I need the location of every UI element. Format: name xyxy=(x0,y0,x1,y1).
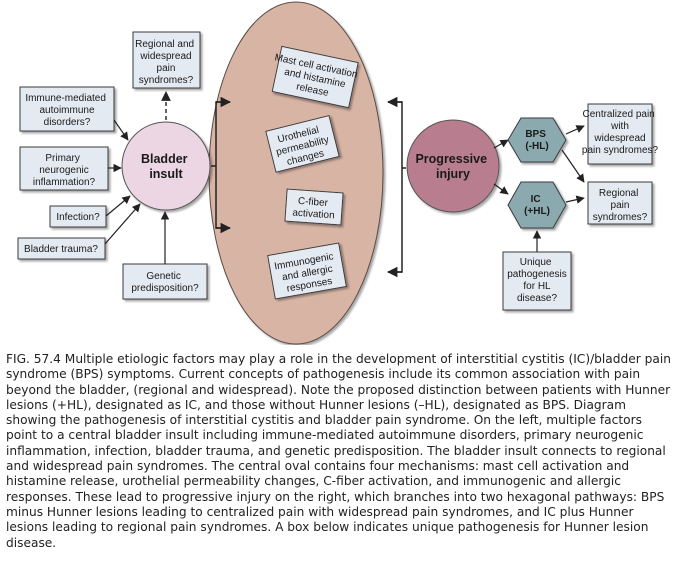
bps-text-l1-line-2: (-HL) xyxy=(525,141,548,152)
top-box-text-line-2: widespread xyxy=(139,51,191,62)
input-neurogenic-text-line-2: neurogenic xyxy=(39,165,88,176)
svg-text:BPS (-HL): BPS (-HL) xyxy=(525,129,548,152)
mech-cfiber-text-line-2: activation xyxy=(292,208,335,222)
input-immune-text-line-3: disorders? xyxy=(44,117,91,128)
regional-text: Regional xyxy=(599,188,638,199)
ic-text-l1: IC xyxy=(531,194,541,205)
svg-text:IC (+HL): IC (+HL) xyxy=(524,194,550,217)
svg-text:Bladder insult: Bladder insult xyxy=(141,152,191,181)
mechanism-c-fiber: C-fiber activation xyxy=(284,188,344,226)
figure-caption: FIG. 57.4 Multiple etiologic factors may… xyxy=(6,352,671,550)
input-trauma-text: Bladder trauma? xyxy=(24,244,98,255)
svg-text:Genetic predisposition?: Genetic predisposition? xyxy=(131,271,199,294)
progressive-text-l1-line-2: injury xyxy=(436,167,470,181)
unique-text-line-4: disease? xyxy=(517,293,557,304)
bps-text-l1: BPS xyxy=(525,129,546,140)
input-immune-text-line-2: autoimmune xyxy=(39,105,94,116)
input-neurogenic-text: Primary xyxy=(45,153,79,164)
centralized-text-line-4: pain syndromes? xyxy=(582,145,659,156)
mechanism-urothelial: Urothelial permeabilitychanges xyxy=(265,115,340,173)
progressive-injury-node xyxy=(406,119,500,213)
svg-text:Progressive injury: Progressive injury xyxy=(415,152,490,181)
bladder-text-l1-line-2: insult xyxy=(149,167,183,181)
input-box-genetic: Genetic predisposition? xyxy=(122,263,208,300)
centralized-text-line-2: with xyxy=(610,121,629,132)
svg-text:C-fiber activation: C-fiber activation xyxy=(292,196,336,222)
mech-cfiber-text: C-fiber xyxy=(298,196,329,209)
input-immune-text: Immune-mediated xyxy=(25,93,106,104)
top-box-text: Regional and xyxy=(135,39,194,50)
input-infection-text: Infection? xyxy=(56,212,100,223)
unique-text-line-2: pathogenesis xyxy=(507,269,567,280)
centralized-text: Centralized pain xyxy=(582,109,654,120)
top-box-text-line-3: pain xyxy=(157,63,176,74)
input-box-trauma: Bladder trauma? xyxy=(17,237,106,260)
input-box-infection: Infection? xyxy=(49,205,107,228)
top-box-text-line-4: syndromes? xyxy=(139,75,194,86)
input-genetic-text: Genetic xyxy=(146,271,180,282)
bps-hexagon: BPS (-HL) xyxy=(507,117,567,163)
progressive-text-l1: Progressive xyxy=(415,152,487,166)
input-genetic-text-line-2: predisposition? xyxy=(131,283,199,294)
regional-text-line-2: pain xyxy=(611,200,630,211)
bladder-text-l1: Bladder xyxy=(141,152,188,166)
unique-text: Unique xyxy=(520,257,552,268)
bladder-insult-node xyxy=(121,121,211,211)
centralized-text-line-3: widespread xyxy=(593,133,645,144)
input-neurogenic-text-line-3: inflammation? xyxy=(33,177,96,188)
unique-text-line-3: for HL xyxy=(523,281,551,292)
ic-hexagon: IC (+HL) xyxy=(507,181,567,229)
mechanism-immunogenic: Immunogenic and allergicresponses xyxy=(267,242,347,300)
regional-text-line-3: syndromes? xyxy=(593,212,648,223)
ic-text-l1-line-2: (+HL) xyxy=(524,206,550,217)
